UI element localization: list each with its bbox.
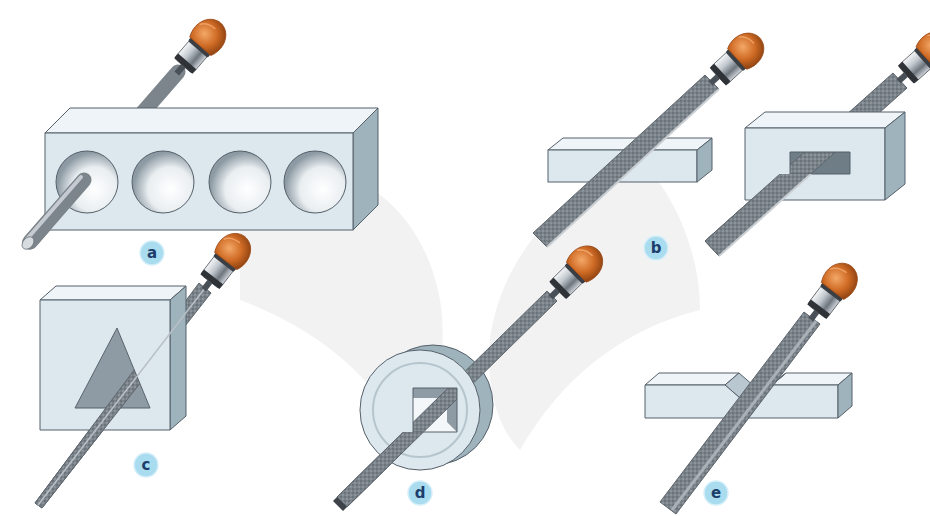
round-hole bbox=[209, 151, 271, 213]
circle-shape bbox=[644, 236, 668, 260]
block-top bbox=[45, 108, 378, 133]
circle-shape bbox=[704, 481, 728, 505]
block-side bbox=[170, 286, 186, 430]
label-circle: e bbox=[703, 480, 729, 506]
file-tip bbox=[20, 234, 37, 251]
circle-shape bbox=[140, 241, 164, 265]
file-highlight bbox=[27, 177, 81, 239]
file-handle bbox=[699, 26, 771, 96]
flat-file bbox=[705, 73, 907, 256]
file-handle bbox=[164, 12, 233, 85]
part-letter: a bbox=[147, 246, 157, 261]
part-letter: b bbox=[651, 241, 662, 256]
file-handle bbox=[797, 256, 864, 330]
file-handle bbox=[539, 239, 610, 310]
half-round-file-group bbox=[645, 256, 865, 514]
label-circle: a bbox=[139, 240, 165, 266]
square-file bbox=[337, 432, 557, 507]
block-top bbox=[745, 112, 905, 128]
block-top bbox=[40, 286, 186, 300]
file-curve bbox=[672, 321, 816, 510]
disc-face bbox=[360, 350, 480, 470]
file-handle bbox=[191, 226, 258, 299]
round-hole bbox=[284, 151, 346, 213]
label-circle: d bbox=[407, 480, 433, 506]
circle-shape bbox=[408, 481, 432, 505]
square-file bbox=[337, 291, 557, 507]
flat-file bbox=[705, 174, 907, 256]
label-circle: c bbox=[133, 452, 159, 478]
round-file-group bbox=[20, 12, 378, 252]
block-side bbox=[885, 112, 905, 200]
part-letter: e bbox=[711, 486, 721, 501]
block-top bbox=[645, 373, 739, 385]
triangular-file bbox=[35, 283, 211, 508]
triangular-file bbox=[35, 406, 211, 508]
square-file-group bbox=[333, 239, 610, 511]
file-edge bbox=[547, 89, 719, 247]
label-circle: b bbox=[643, 235, 669, 261]
file-handle bbox=[887, 24, 930, 94]
half-round-file bbox=[660, 312, 820, 514]
round-hole bbox=[132, 151, 194, 213]
flat-file bbox=[533, 75, 719, 247]
round-file bbox=[30, 180, 84, 242]
part-letter: c bbox=[142, 458, 151, 473]
file-end bbox=[333, 497, 347, 511]
triangular-file-group bbox=[35, 226, 258, 508]
block-side bbox=[838, 373, 852, 418]
disc-ring bbox=[373, 363, 467, 457]
block-side bbox=[697, 138, 712, 182]
file-ridge bbox=[38, 288, 205, 505]
flat-file-group bbox=[533, 24, 930, 256]
block-side bbox=[353, 108, 378, 230]
part-letter: d bbox=[415, 486, 426, 501]
circle-shape bbox=[134, 453, 158, 477]
file-edge bbox=[719, 174, 907, 256]
